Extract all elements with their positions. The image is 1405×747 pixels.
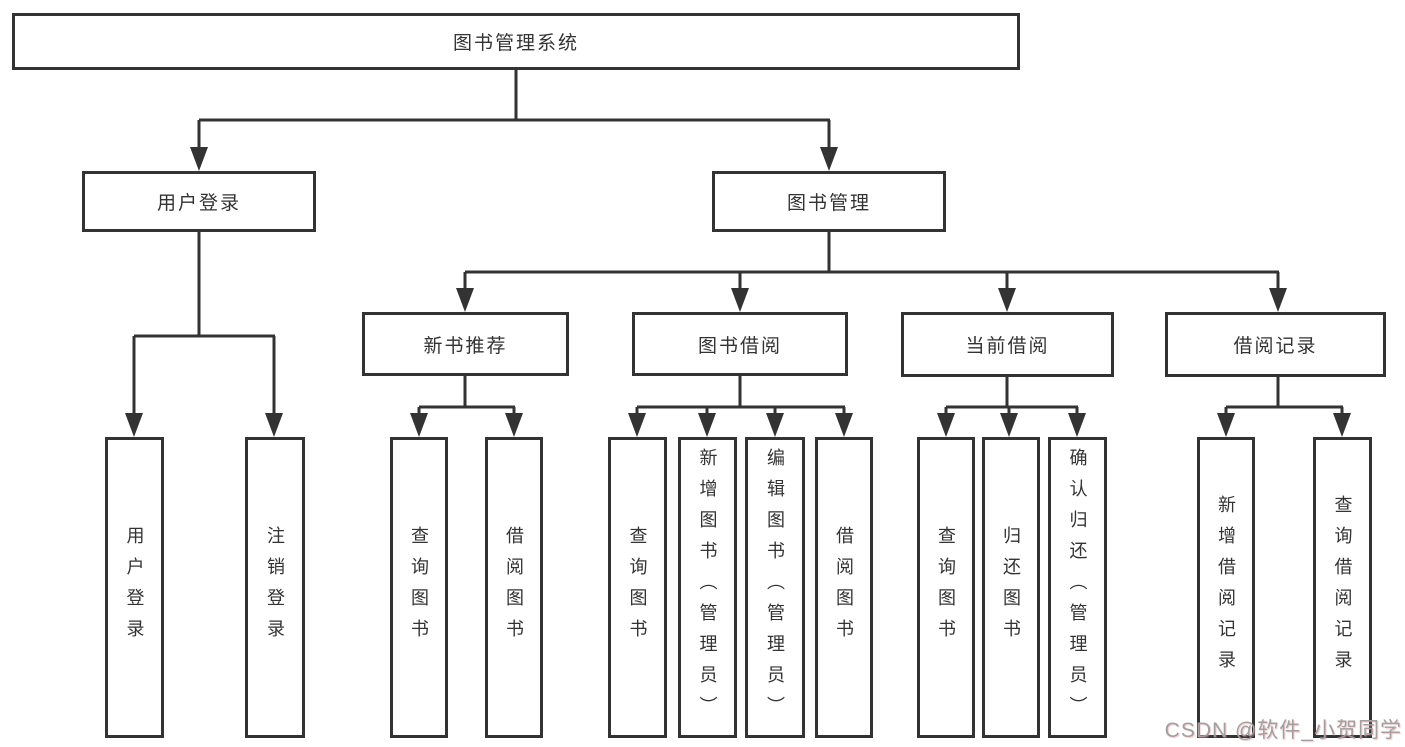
leaf-edit-books-admin: 编辑图书（管理员） (745, 437, 805, 738)
leaf-label: 注销登录 (265, 525, 285, 650)
arrowheads (125, 147, 1351, 437)
leaf-label: 归还图书 (1001, 525, 1021, 650)
leaf-label: 查询图书 (627, 525, 648, 650)
node-label: 图书管理系统 (452, 33, 579, 54)
node-borrow-record: 借阅记录 (1165, 312, 1386, 377)
leaf-label: 用户登录 (124, 525, 145, 650)
node-label: 当前借阅 (965, 336, 1050, 357)
leaf-label: 查询借阅记录 (1332, 494, 1353, 681)
leaf-label: 新增图书（管理员） (697, 448, 718, 727)
node-new-book-recommend: 新书推荐 (362, 312, 569, 376)
leaf-query-books: 查询图书 (608, 437, 667, 738)
leaf-label: 查询图书 (936, 525, 956, 650)
leaf-add-books-admin: 新增图书（管理员） (678, 437, 737, 738)
leaf-return-books: 归还图书 (982, 437, 1040, 738)
leaf-borrow-books: 借阅图书 (815, 437, 873, 738)
leaf-confirm-return-admin: 确认归还（管理员） (1048, 437, 1107, 738)
node-label: 借阅记录 (1233, 336, 1318, 357)
node-book-management: 图书管理 (712, 171, 946, 232)
node-label: 用户登录 (156, 193, 241, 214)
leaf-label: 新增借阅记录 (1216, 494, 1236, 681)
leaf-query-books: 查询图书 (917, 437, 975, 738)
leaf-logout: 注销登录 (245, 437, 305, 738)
leaf-query-books: 查询图书 (390, 437, 448, 738)
leaf-add-borrow-record: 新增借阅记录 (1197, 437, 1255, 738)
leaf-label: 查询图书 (409, 525, 429, 650)
leaf-label: 借阅图书 (834, 525, 854, 650)
leaf-query-borrow-record: 查询借阅记录 (1313, 437, 1372, 738)
leaf-user-login: 用户登录 (105, 437, 164, 738)
node-user-login: 用户登录 (82, 171, 316, 232)
csdn-watermark: CSDN @软件_小贺同学 (1164, 719, 1402, 742)
node-book-borrow: 图书借阅 (632, 312, 848, 376)
node-label: 新书推荐 (423, 335, 508, 357)
node-label: 图书管理 (786, 193, 871, 214)
leaf-label: 确认归还（管理员） (1067, 448, 1088, 727)
leaf-borrow-books: 借阅图书 (485, 437, 543, 738)
leaf-label: 编辑图书（管理员） (765, 448, 785, 727)
node-library-management-system: 图书管理系统 (12, 13, 1020, 70)
node-label: 图书借阅 (697, 335, 782, 357)
node-current-borrow: 当前借阅 (901, 312, 1114, 377)
leaf-label: 借阅图书 (504, 525, 524, 650)
